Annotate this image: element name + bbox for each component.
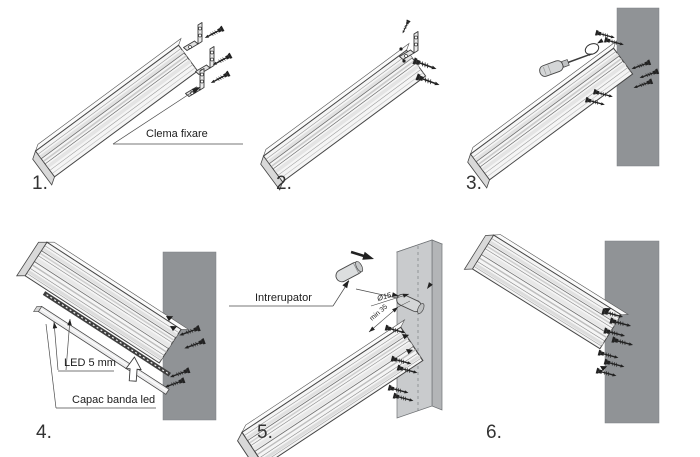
aluminum-profile bbox=[463, 227, 629, 357]
step-1-illustration: Clema fixare 1. bbox=[26, 22, 243, 194]
dimension-line bbox=[370, 293, 410, 307]
step-4-illustration: LED 5 mm Capac banda led 4. bbox=[15, 234, 217, 443]
cover-callout-label: Capac banda led bbox=[72, 394, 155, 406]
led-callout-label: LED 5 mm bbox=[64, 357, 116, 369]
switch-callout-label: Intrerupator bbox=[255, 292, 312, 304]
insert-direction-arrow bbox=[125, 356, 142, 382]
mounting-board bbox=[604, 240, 660, 424]
screw bbox=[210, 51, 234, 69]
min-distance-dim: min 35 bbox=[369, 303, 390, 322]
leader-arrowhead bbox=[67, 318, 73, 326]
fixing-clip bbox=[183, 22, 203, 51]
switch bbox=[335, 260, 364, 283]
step-number: 4. bbox=[36, 422, 52, 443]
leader-line bbox=[112, 86, 201, 145]
extension-line bbox=[397, 300, 411, 308]
step-6-illustration: 6. bbox=[463, 227, 660, 443]
step-number: 1. bbox=[32, 173, 48, 194]
leader-line bbox=[53, 321, 59, 371]
step-number: 5. bbox=[257, 422, 273, 443]
leader-line bbox=[45, 323, 57, 409]
hole-diameter-dim: Ø15 bbox=[375, 290, 393, 303]
board-side-face bbox=[431, 239, 443, 411]
push-direction-arrow bbox=[350, 250, 374, 260]
step-number: 3. bbox=[466, 173, 482, 194]
dimension-leader bbox=[355, 288, 398, 299]
step-2-illustration: 2. bbox=[254, 19, 442, 194]
screw-head-dot bbox=[402, 59, 406, 63]
step-3-illustration: 3. bbox=[461, 7, 660, 194]
aluminum-profile bbox=[26, 37, 207, 186]
step-number: 2. bbox=[276, 173, 292, 194]
mounting-board bbox=[616, 7, 660, 167]
screw bbox=[202, 24, 226, 42]
screw bbox=[208, 69, 232, 87]
fixing-clip bbox=[399, 31, 419, 60]
dimension-line bbox=[368, 306, 399, 333]
step-number: 6. bbox=[486, 422, 502, 443]
aluminum-profile bbox=[254, 42, 435, 191]
screw-head-dot bbox=[399, 47, 403, 51]
step-5-illustration: Ø15 min 35 Intrerupator 5. bbox=[229, 239, 444, 457]
screw bbox=[400, 19, 412, 35]
rotation-arrow bbox=[584, 43, 600, 55]
clip-callout-label: Clema fixare bbox=[146, 128, 208, 140]
leader-line bbox=[65, 318, 71, 371]
fixing-clip bbox=[195, 46, 215, 75]
